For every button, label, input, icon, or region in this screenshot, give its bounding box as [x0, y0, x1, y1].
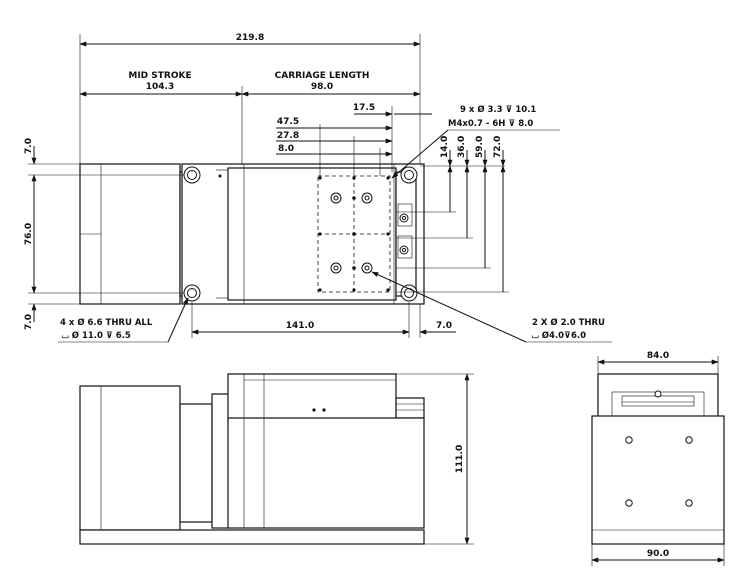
note-mount-holes: 4 x Ø 6.6 THRU ALL ⌴ Ø 11.0 ⊽ 6.5 [58, 297, 189, 343]
flange-side [211, 393, 231, 529]
mid-stroke-label: MID STROKE [128, 71, 191, 81]
dim-mid-stroke: MID STROKE 104.3 [79, 71, 243, 164]
end-bottom-width: 90.0 [647, 549, 669, 559]
dim-left-side: 7.0 76.0 7.0 [24, 138, 184, 330]
dim-carriage-length: CARRIAGE LENGTH 98.0 [241, 71, 421, 97]
mount-holes-note-1: 4 x Ø 6.6 THRU ALL [60, 317, 153, 328]
motor-side-body [79, 385, 181, 531]
end-view [591, 373, 725, 545]
base-side [227, 417, 425, 529]
end-body [591, 415, 725, 545]
dim-total-height: 111.0 [396, 373, 474, 545]
top-view [79, 163, 425, 305]
note-pin-holes: 2 X Ø 2.0 THRU ⌴ Ø4.0⊽6.0 [371, 271, 612, 343]
carriage-length-label: CARRIAGE LENGTH [275, 71, 370, 81]
carriage-holes-note-1: 9 x Ø 3.3 ⊽ 10.1 [460, 104, 536, 115]
offset-47-5: 47.5 [277, 117, 299, 127]
dim-hole-span: 141.0 7.0 [191, 302, 456, 338]
height-14: 14.0 [440, 136, 450, 158]
dim-heights: 14.0 36.0 59.0 72.0 [396, 136, 509, 293]
overall-length-value: 219.8 [236, 33, 264, 43]
carriage-side [227, 373, 397, 423]
height-36: 36.0 [457, 136, 467, 158]
offset-8-0: 8.0 [278, 144, 294, 154]
offset-17-5: 17.5 [353, 103, 375, 113]
mount-holes-note-2: ⌴ Ø 11.0 ⊽ 6.5 [62, 330, 131, 341]
base-plate-side [79, 529, 425, 545]
front-view [79, 373, 425, 545]
side-middle: 76.0 [24, 223, 34, 245]
carriage-holes-note-2: M4x0.7 - 6H ⊽ 8.0 [448, 119, 533, 129]
carriage-tapped-holes [330, 192, 409, 274]
note-carriage-holes: 9 x Ø 3.3 ⊽ 10.1 M4x0.7 - 6H ⊽ 8.0 [391, 104, 560, 179]
dim-offsets: 17.5 47.5 27.8 8.0 [276, 103, 432, 176]
end-top-width: 84.0 [647, 351, 669, 361]
side-bottom: 7.0 [24, 314, 34, 330]
total-height-value: 111.0 [455, 445, 465, 473]
dim-overall-length: 219.8 [79, 33, 421, 164]
pin-holes-note-1: 2 X Ø 2.0 THRU [532, 317, 605, 328]
carriage-small-holes [218, 174, 390, 292]
side-top: 7.0 [24, 138, 34, 154]
end-block-side [395, 397, 425, 419]
hole-span-value: 141.0 [286, 321, 314, 331]
carriage-length-value: 98.0 [311, 82, 333, 92]
coupling-side [179, 403, 213, 523]
right-offset-value: 7.0 [436, 321, 452, 331]
mid-stroke-value: 104.3 [146, 82, 174, 92]
pin-holes-note-2: ⌴ Ø4.0⊽6.0 [532, 330, 586, 341]
height-72: 72.0 [493, 136, 503, 158]
end-plate [395, 171, 417, 297]
dim-end-widths: 84.0 90.0 [591, 351, 725, 566]
mounting-holes [183, 166, 418, 302]
height-59: 59.0 [475, 136, 485, 158]
offset-27-8: 27.8 [277, 131, 299, 141]
